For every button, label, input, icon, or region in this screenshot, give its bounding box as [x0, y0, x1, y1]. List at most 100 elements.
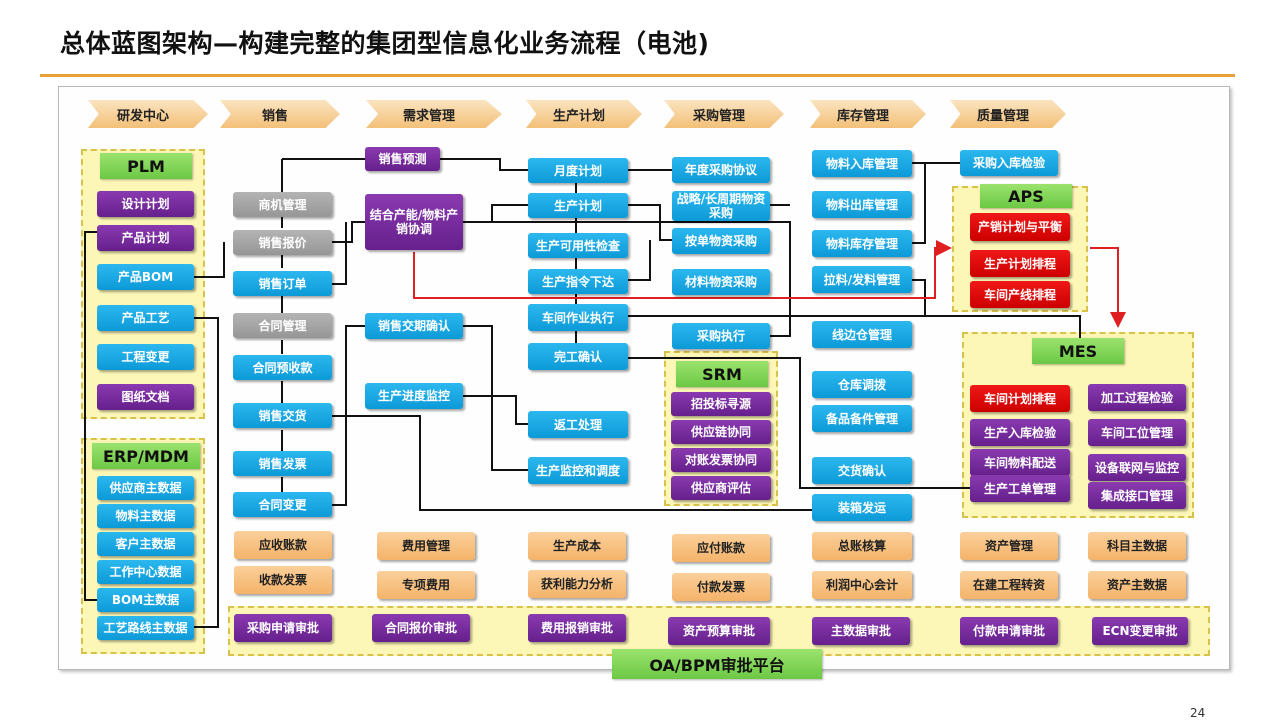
fin-ledger-check[interactable]: 总账核算 — [812, 532, 912, 560]
oa-purchase-request[interactable]: 采购申请审批 — [234, 614, 332, 642]
erp-supplier-data[interactable]: 供应商主数据 — [97, 476, 194, 500]
prod-order-release[interactable]: 生产指令下达 — [528, 269, 628, 294]
fin-construction-transfer[interactable]: 在建工程转资 — [960, 571, 1058, 599]
aps-scheduling[interactable]: 生产计划排程 — [970, 250, 1070, 277]
connector — [463, 204, 528, 223]
fin-profit-center[interactable]: 利润中心会计 — [812, 571, 912, 599]
demand-coordination[interactable]: 结合产能/物料产销协调 — [365, 194, 463, 250]
mes-station-mgmt[interactable]: 车间工位管理 — [1088, 419, 1186, 446]
plm-product-plan[interactable]: 产品计划 — [97, 225, 194, 251]
demand-progress-monitor[interactable]: 生产进度监控 — [365, 383, 463, 409]
sales-prepay[interactable]: 合同预收款 — [233, 355, 332, 380]
prod-rework[interactable]: 返工处理 — [528, 411, 628, 438]
sales-invoice[interactable]: 销售发票 — [233, 451, 332, 476]
plm-label: PLM — [100, 153, 192, 179]
inv-line-side[interactable]: 线边仓管理 — [812, 321, 912, 348]
prod-production-plan[interactable]: 生产计划 — [528, 193, 628, 218]
aps-balance[interactable]: 产销计划与平衡 — [970, 213, 1070, 241]
sales-contract[interactable]: 合同管理 — [233, 313, 332, 338]
erp-material-data[interactable]: 物料主数据 — [97, 504, 194, 528]
fin-receipt-invoice[interactable]: 收款发票 — [234, 566, 332, 594]
plm-eng-change[interactable]: 工程变更 — [97, 344, 194, 370]
srm-bidding[interactable]: 招投标寻源 — [671, 392, 771, 416]
inv-spare-parts[interactable]: 备品备件管理 — [812, 405, 912, 432]
red-connector — [1090, 247, 1126, 328]
sales-contract-change[interactable]: 合同变更 — [233, 492, 332, 517]
inv-issue[interactable]: 拉料/发料管理 — [812, 266, 912, 293]
connector — [463, 395, 528, 425]
fin-production-cost[interactable]: 生产成本 — [528, 532, 626, 560]
srm-collaboration[interactable]: 供应链协同 — [671, 420, 771, 444]
inv-inbound[interactable]: 物料入库管理 — [812, 150, 912, 177]
srm-reconciliation[interactable]: 对账发票协同 — [671, 448, 771, 472]
aps-label: APS — [980, 184, 1072, 208]
inv-transfer[interactable]: 仓库调拨 — [812, 371, 912, 398]
quality-incoming[interactable]: 采购入库检验 — [960, 150, 1058, 176]
inv-delivery-confirm[interactable]: 交货确认 — [812, 457, 912, 484]
connector — [628, 204, 672, 241]
sales-order[interactable]: 销售订单 — [233, 271, 332, 296]
prod-monthly-plan[interactable]: 月度计划 — [528, 158, 628, 183]
demand-forecast[interactable]: 销售预测 — [365, 147, 440, 171]
header-purchase: 采购管理 — [664, 100, 784, 128]
mes-workshop-scheduling[interactable]: 车间计划排程 — [970, 385, 1070, 412]
purchase-strategic[interactable]: 战略/长周期物资采购 — [672, 191, 770, 221]
srm-evaluation[interactable]: 供应商评估 — [671, 476, 771, 500]
connector — [440, 158, 528, 171]
header-demand: 需求管理 — [366, 100, 502, 128]
mes-inbound-inspect[interactable]: 生产入库检验 — [970, 419, 1070, 446]
oa-master-data[interactable]: 主数据审批 — [812, 617, 910, 645]
fin-asset-data[interactable]: 资产主数据 — [1088, 571, 1186, 599]
prod-availability-check[interactable]: 生产可用性检查 — [528, 233, 628, 258]
purchase-material[interactable]: 材料物资采购 — [672, 269, 770, 295]
plm-design-plan[interactable]: 设计计划 — [97, 191, 194, 217]
oa-asset-budget[interactable]: 资产预算审批 — [668, 617, 770, 645]
fin-subject-data[interactable]: 科目主数据 — [1088, 532, 1186, 560]
erp-customer-data[interactable]: 客户主数据 — [97, 532, 194, 556]
erp-label: ERP/MDM — [92, 443, 200, 469]
mes-device-iot[interactable]: 设备联网与监控 — [1088, 454, 1186, 481]
oa-contract-quote[interactable]: 合同报价审批 — [372, 614, 470, 642]
connector — [463, 221, 791, 337]
fin-special-expense[interactable]: 专项费用 — [377, 571, 475, 599]
plm-drawing-doc[interactable]: 图纸文档 — [97, 384, 194, 410]
fin-payable[interactable]: 应付账款 — [672, 534, 770, 562]
fin-profitability[interactable]: 获利能力分析 — [528, 570, 626, 598]
plm-product-process[interactable]: 产品工艺 — [97, 305, 194, 331]
plm-product-bom[interactable]: 产品BOM — [97, 264, 194, 290]
fin-payment-invoice[interactable]: 付款发票 — [672, 573, 770, 601]
inv-outbound[interactable]: 物料出库管理 — [812, 191, 912, 218]
oa-ecn-change[interactable]: ECN变更审批 — [1092, 617, 1188, 645]
red-connector — [413, 240, 952, 299]
mes-material-dist[interactable]: 车间物料配送 — [970, 449, 1070, 476]
purchase-annual-agreement[interactable]: 年度采购协议 — [672, 157, 770, 183]
prod-completion[interactable]: 完工确认 — [528, 343, 628, 370]
mes-process-inspect[interactable]: 加工过程检验 — [1088, 384, 1186, 411]
erp-bom-data[interactable]: BOM主数据 — [97, 588, 194, 612]
fin-asset-mgmt[interactable]: 资产管理 — [960, 532, 1058, 560]
mes-integration[interactable]: 集成接口管理 — [1088, 482, 1186, 509]
fin-receivable[interactable]: 应收账款 — [234, 531, 332, 559]
erp-routing-data[interactable]: 工艺路线主数据 — [97, 616, 194, 640]
prod-workshop-exec[interactable]: 车间作业执行 — [528, 304, 628, 331]
connector — [332, 415, 812, 511]
header-production: 生产计划 — [526, 100, 642, 128]
demand-delivery-confirm[interactable]: 销售交期确认 — [365, 313, 463, 339]
inv-stock[interactable]: 物料库存管理 — [812, 230, 912, 257]
oa-expense-reimb[interactable]: 费用报销审批 — [528, 614, 626, 642]
connector — [463, 325, 528, 471]
sales-opportunity[interactable]: 商机管理 — [233, 192, 332, 217]
aps-line-scheduling[interactable]: 车间产线排程 — [970, 281, 1070, 308]
fin-expense[interactable]: 费用管理 — [377, 532, 475, 560]
oa-payment-request[interactable]: 付款申请审批 — [960, 617, 1058, 645]
srm-label: SRM — [676, 361, 768, 387]
inv-packing[interactable]: 装箱发运 — [812, 494, 912, 521]
sales-quote[interactable]: 销售报价 — [233, 230, 332, 255]
purchase-mto[interactable]: 按单物资采购 — [672, 228, 770, 254]
erp-workcenter-data[interactable]: 工作中心数据 — [97, 560, 194, 584]
purchase-execution[interactable]: 采购执行 — [672, 323, 770, 349]
mes-work-order[interactable]: 生产工单管理 — [970, 475, 1070, 502]
connector — [628, 357, 975, 489]
prod-monitor-dispatch[interactable]: 生产监控和调度 — [528, 457, 628, 484]
sales-delivery[interactable]: 销售交货 — [233, 403, 332, 428]
